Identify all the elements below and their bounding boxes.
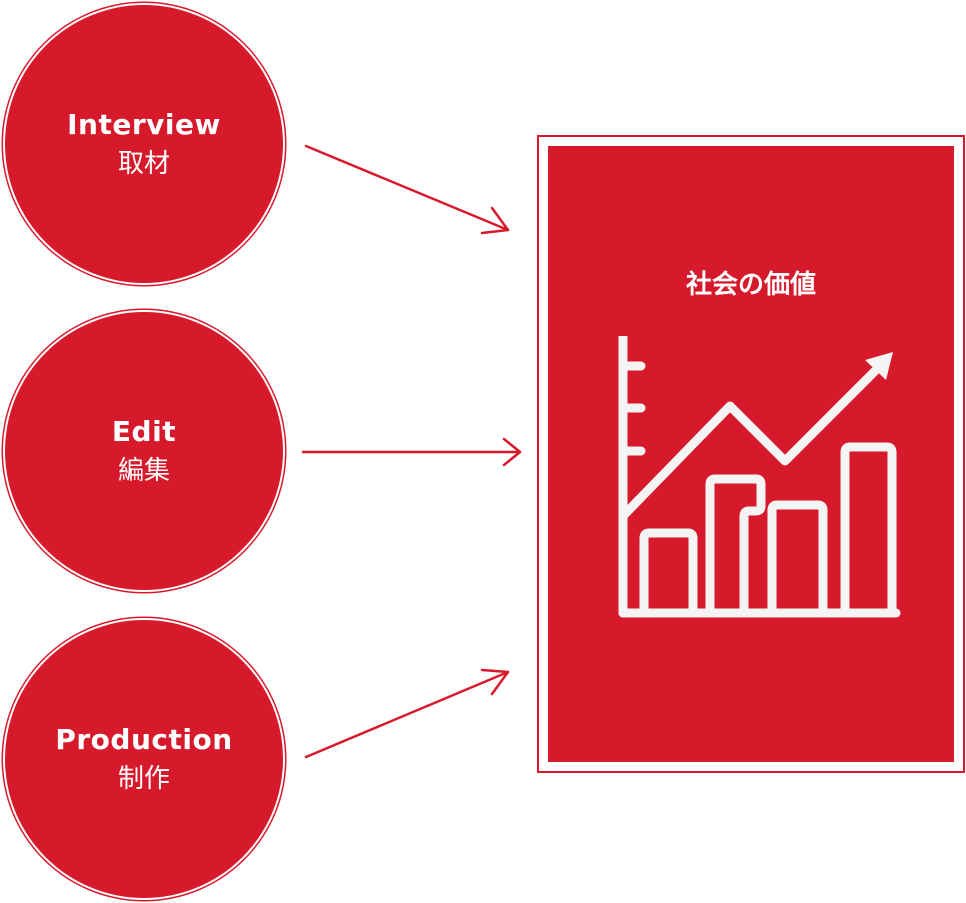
interview-circle: Interview 取材 bbox=[5, 5, 283, 283]
arrow-interview bbox=[304, 144, 510, 235]
production-circle: Production 制作 bbox=[5, 620, 283, 898]
social-value-title: 社会の価値 bbox=[685, 270, 816, 300]
production-label-ja: 制作 bbox=[117, 764, 170, 795]
interview-label-ja: 取材 bbox=[117, 149, 170, 180]
arrow-edit bbox=[301, 437, 522, 467]
edit-label: Edit bbox=[111, 415, 177, 449]
arrow-production bbox=[304, 668, 510, 759]
interview-label: Interview bbox=[67, 108, 221, 142]
edit-circle: Edit 編集 bbox=[5, 312, 283, 590]
edit-label-ja: 編集 bbox=[117, 456, 170, 487]
social-value-panel: 社会の価値 bbox=[548, 146, 954, 762]
growth-bar-chart-icon bbox=[618, 336, 901, 618]
social-value-frame: 社会の価値 bbox=[537, 135, 965, 773]
production-label: Production bbox=[55, 723, 233, 757]
